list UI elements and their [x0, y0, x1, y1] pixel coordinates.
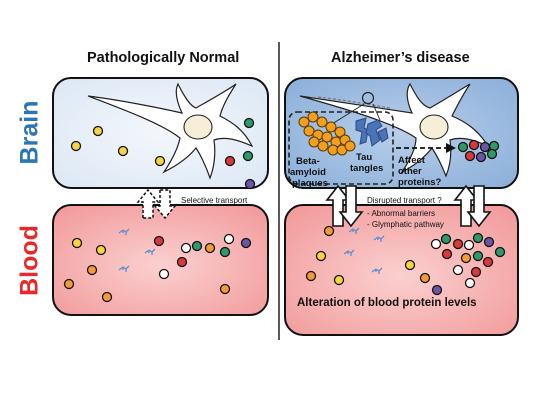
affect-label-1: Affect: [398, 155, 426, 166]
disrupted-transport-label: Disrupted transport ?: [367, 196, 442, 205]
affect-label-3: proteins?: [398, 177, 441, 188]
blood-side-label: Blood: [15, 225, 44, 296]
alzheimer-heading: Alzheimer’s disease: [331, 50, 470, 66]
abnormal-barriers-label: - Abnormal barriers: [367, 209, 435, 218]
arrow-icon: [396, 143, 456, 153]
pathology-inset: [288, 111, 394, 185]
tau-label-2: tangles: [350, 163, 383, 174]
beta-amyloid-label-1: Beta-: [296, 156, 320, 167]
brain-side-label: Brain: [15, 100, 44, 165]
neuron-icon: [87, 82, 254, 180]
brain-proteins-ad: [457, 139, 500, 163]
affect-label-2: other: [398, 166, 422, 177]
beta-amyloid-cluster: [298, 111, 356, 156]
blood-proteins-ad: [305, 225, 506, 296]
tau-tangles: [355, 117, 389, 147]
tau-label-1: Tau: [356, 152, 372, 163]
selective-transport-arrows: [136, 188, 177, 220]
disrupted-transport-arrows: [325, 184, 492, 228]
alteration-label: Alteration of blood protein levels: [297, 297, 477, 309]
normal-heading: Pathologically Normal: [87, 50, 240, 66]
blood-proteins-normal: [63, 233, 252, 303]
beta-amyloid-label-2: amyloid: [290, 167, 326, 178]
magnifier-icon: [331, 91, 381, 125]
blood-box-normal: [52, 204, 269, 316]
glymphatic-pathway-label: - Glymphatic pathway: [367, 220, 444, 229]
selective-transport-label: Selective transport: [181, 196, 248, 205]
beta-amyloid-label-3: plaques: [292, 178, 328, 189]
brain-proteins-normal: [70, 117, 256, 190]
